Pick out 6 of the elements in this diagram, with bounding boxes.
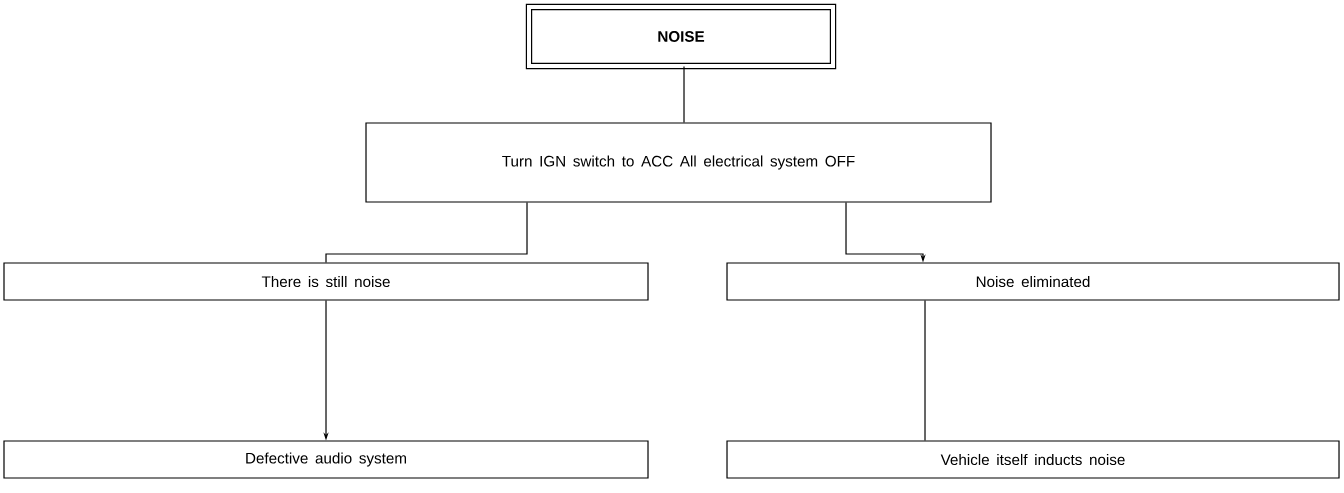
process-box: Vehicle itself inducts noise bbox=[726, 440, 1340, 479]
process-box: Noise eliminated bbox=[726, 262, 1340, 301]
process-box: There is still noise bbox=[3, 262, 649, 301]
process-box: Turn IGN switch to ACC All electrical system OFF bbox=[365, 122, 992, 203]
title-box: NOISE bbox=[525, 3, 837, 70]
process-box: Defective audio system bbox=[3, 440, 649, 479]
